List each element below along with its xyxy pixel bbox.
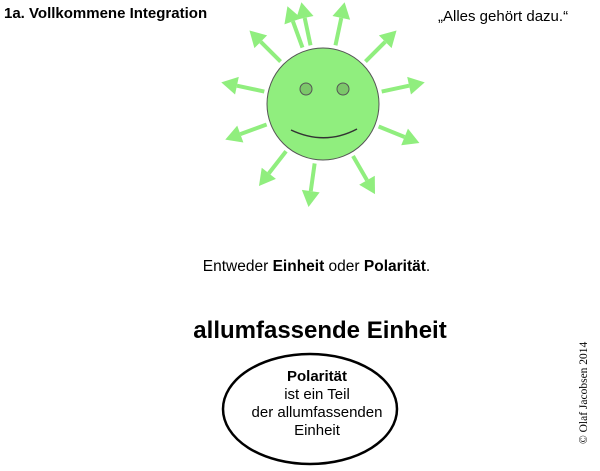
sun-ray-8 [239, 122, 268, 136]
ellipse-label: Polarität ist ein Teil der allumfassende… [224, 368, 410, 440]
sun-right-eye [336, 82, 350, 96]
ellipse-line-4: Einheit [294, 422, 340, 439]
statement-mid: oder [324, 258, 364, 275]
statement-pre: Entweder [202, 258, 273, 275]
sun-ray-arrowhead-4 [401, 128, 420, 146]
unity-ellipse [221, 352, 399, 466]
copyright-text: © Olaf Jacobsen 2014 [578, 341, 590, 444]
ellipse-line-2: ist ein Teil [284, 386, 350, 403]
sun-ray-arrowhead-5 [359, 175, 375, 195]
sun-ray-arrowhead-7 [258, 167, 276, 186]
sun-ray-5 [351, 154, 369, 182]
sun-rays [221, 2, 425, 207]
sun-ray-6 [308, 163, 317, 192]
sun-ray-arrowhead-10 [249, 30, 268, 49]
statement-term-polarity: Polarität [363, 258, 426, 275]
sun-ray-10 [259, 40, 282, 63]
sun-ray-4 [377, 124, 406, 139]
sun-ray-12 [302, 17, 313, 46]
sun-ray-arrowhead-9 [221, 76, 239, 95]
statement-line: Entweder Einheit oder Polarität. [0, 258, 600, 276]
sun-ray-11 [291, 20, 305, 49]
sun-ray-arrowhead-2 [378, 30, 397, 49]
sun-ray-arrowhead-11 [284, 6, 302, 25]
sun-face [266, 47, 380, 161]
sun-ray-arrowhead-3 [407, 76, 425, 95]
sun-left-eye [299, 82, 313, 96]
ellipse-line-3: der allumfassenden [251, 404, 383, 421]
sun-ray-2 [364, 40, 387, 63]
sun-smile [290, 128, 358, 139]
ellipse-line-1: Polarität [286, 368, 347, 385]
sun-ray-7 [267, 150, 288, 175]
sun-ray-3 [381, 83, 410, 94]
quote-text: „Alles gehört dazu.“ [438, 8, 569, 25]
sun-ray-1 [333, 17, 344, 46]
page-title: 1a. Vollkommene Integration [4, 5, 208, 22]
sun-ray-arrowhead-1 [332, 2, 351, 20]
heading-allumfassende-einheit: allumfassende Einheit [193, 317, 447, 344]
statement-post: . [425, 258, 431, 275]
statement-term-unity: Einheit [272, 258, 325, 275]
sun-ray-9 [236, 83, 265, 94]
sun-ray-arrowhead-8 [225, 125, 244, 143]
sun-ray-arrowhead-6 [301, 189, 320, 207]
sun-ray-arrowhead-12 [295, 2, 314, 20]
